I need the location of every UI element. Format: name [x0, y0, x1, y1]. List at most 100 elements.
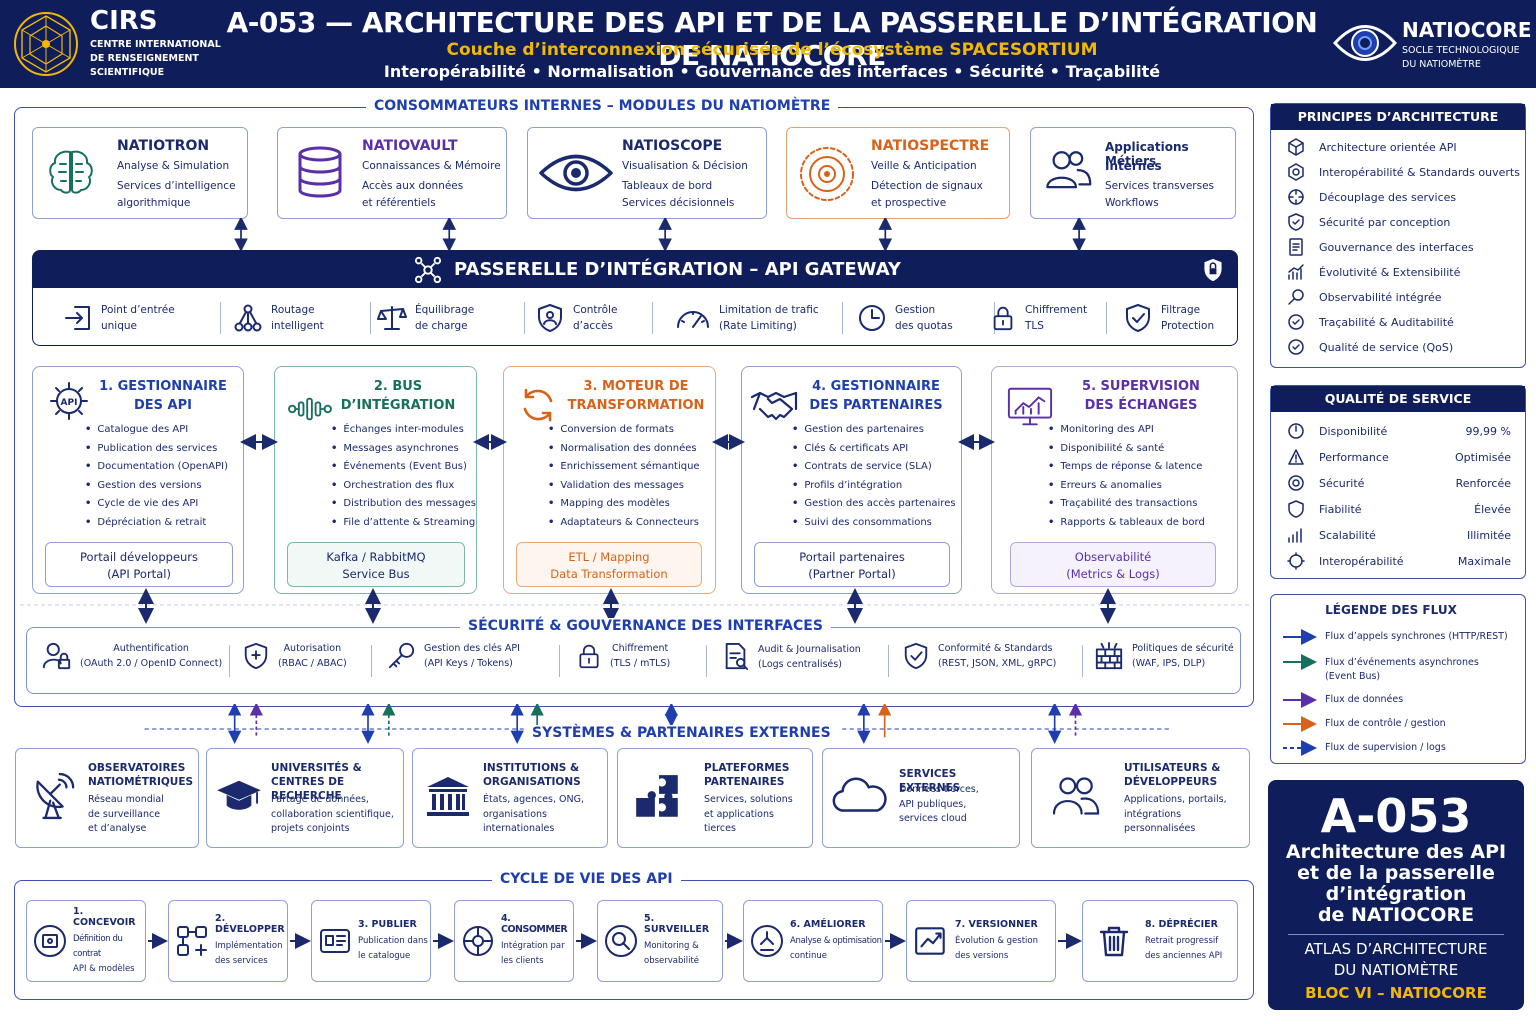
lifecycle-step[interactable]: 4. CONSOMMER Intégration par les clients [454, 900, 574, 982]
component-title-line2: D’INTÉGRATION [340, 398, 456, 413]
puzzle-icon [636, 775, 678, 817]
summary-card: A-053 Architecture des API et de la pass… [1268, 780, 1524, 1010]
list-item: Publication des services [85, 440, 228, 459]
qos-value: Élevée [1474, 502, 1511, 516]
external-plateformes[interactable]: PLATEFORMES PARTENAIRES Services, soluti… [617, 748, 813, 848]
svg-text:API: API [61, 398, 78, 408]
security-label: Autorisation [283, 643, 342, 654]
list-item: Erreurs & anomalies [1048, 477, 1205, 496]
consumer-natiotron[interactable]: NATIOTRON Analyse & Simulation Services … [32, 127, 248, 219]
legend-swatches [1283, 629, 1317, 756]
divider [888, 645, 889, 677]
principle-label: Interopérabilité & Standards ouverts [1319, 165, 1520, 179]
external-title-line1: UTILISATEURS & [1124, 762, 1221, 774]
consumer-line1: Connaissances & Mémoire [362, 160, 501, 172]
external-services[interactable]: SERVICES EXTERNES Données tierces,API pu… [822, 748, 1020, 848]
principle-item: Sécurité par conception [1287, 213, 1450, 231]
security-item[interactable]: Audit & Journalisation(Logs centralisés) [722, 641, 861, 673]
consumer-apps-metiers[interactable]: Applications Métiers Internes Services t… [1030, 127, 1236, 219]
component-title-line2: DES API [134, 398, 192, 413]
legend-item: Flux d’événements asynchrones(Event Bus) [1325, 656, 1479, 684]
component-footer[interactable]: Observabilité(Metrics & Logs) [1010, 542, 1216, 587]
summary-atlas1: ATLAS D’ARCHITECTURE [1304, 940, 1488, 958]
external-institutions[interactable]: INSTITUTIONS & ORGANISATIONS États, agen… [412, 748, 608, 848]
desc-line: API publiques, [899, 798, 967, 810]
list-item: Gestion des accès partenaires [792, 495, 955, 514]
step-title: 4. CONSOMMER [501, 913, 568, 935]
padlock-icon [579, 644, 599, 669]
check-circle-icon [1288, 314, 1304, 330]
consumer-natiovault[interactable]: NATIOVAULT Connaissances & Mémoire Accès… [277, 127, 507, 219]
api-gateway-bar[interactable]: PASSERELLE D’INTÉGRATION – API GATEWAY [32, 250, 1238, 288]
legend-title: LÉGENDE DES FLUX [1325, 603, 1457, 617]
consumer-natioscope[interactable]: NATIOSCOPE Visualisation & Décision Tabl… [527, 127, 767, 219]
security-item[interactable]: Politiques de sécurité(WAF, IPS, DLP) [1094, 641, 1234, 671]
brand-title: CIRS [90, 6, 158, 36]
desc-line: Intégration par [501, 941, 565, 951]
right-brand-title: NATIOCORE [1402, 18, 1532, 42]
footer-line1: ETL / Mapping [568, 550, 650, 564]
step-title: 1. CONCEVOIR [73, 905, 136, 928]
list-item: Gestion des partenaires [792, 421, 956, 440]
consumer-natiospectre[interactable]: NATIOSPECTRE Veille & Anticipation Détec… [786, 127, 1010, 219]
monitor-search-icon [605, 925, 637, 957]
security-item[interactable]: Gestion des clés API(API Keys / Tokens) [386, 641, 520, 671]
decouple-icon [1288, 189, 1304, 205]
growth-chart-icon [1288, 264, 1304, 280]
design-contract-icon [34, 925, 66, 957]
gauge-icon [677, 311, 709, 328]
list-item: Validation des messages [548, 477, 700, 496]
list-item: Échanges inter-modules [331, 421, 476, 440]
footer-line1: Observabilité [1074, 550, 1152, 564]
users-icon [1046, 151, 1092, 189]
gateway-feature[interactable]: Limitation de trafic(Rate Limiting) [675, 296, 843, 340]
external-observatoires[interactable]: OBSERVATOIRES NATIOMÉTRIQUES Réseau mond… [15, 748, 199, 848]
principle-item: Gouvernance des interfaces [1287, 238, 1474, 256]
summary-divider [1288, 934, 1504, 935]
external-universites[interactable]: UNIVERSITÉS & CENTRES DE RECHERCHE Parta… [206, 748, 404, 848]
consumer-line2: Accès aux données [362, 180, 464, 192]
qos-value: 99,99 % [1465, 424, 1511, 438]
external-desc: Partage de données,collaboration scienti… [271, 793, 394, 837]
principle-item: Observabilité intégrée [1287, 288, 1442, 306]
component-footer[interactable]: Portail développeurs(API Portal) [45, 542, 233, 587]
security-item[interactable]: Autorisation(RBAC / ABAC) [242, 641, 347, 671]
security-item[interactable]: Authentification(OAuth 2.0 / OpenID Conn… [42, 641, 222, 671]
divider [559, 645, 560, 677]
principle-item: Qualité de service (QoS) [1287, 338, 1453, 356]
security-label2: (OAuth 2.0 / OpenID Connect) [80, 658, 223, 669]
security-item[interactable]: Conformité & Standards(REST, JSON, XML, … [902, 641, 1056, 671]
feature-label2: (Rate Limiting) [719, 320, 797, 332]
external-utilisateurs[interactable]: UTILISATEURS & DÉVELOPPEURS Applications… [1031, 748, 1250, 848]
consumer-title: Applications Métiers [1105, 140, 1189, 168]
desc-line: les clients [501, 956, 544, 966]
component-footer[interactable]: Portail partenaires(Partner Portal) [754, 542, 950, 587]
security-item[interactable]: Chiffrement(TLS / mTLS) [576, 641, 670, 671]
network-hub-icon [414, 256, 442, 284]
